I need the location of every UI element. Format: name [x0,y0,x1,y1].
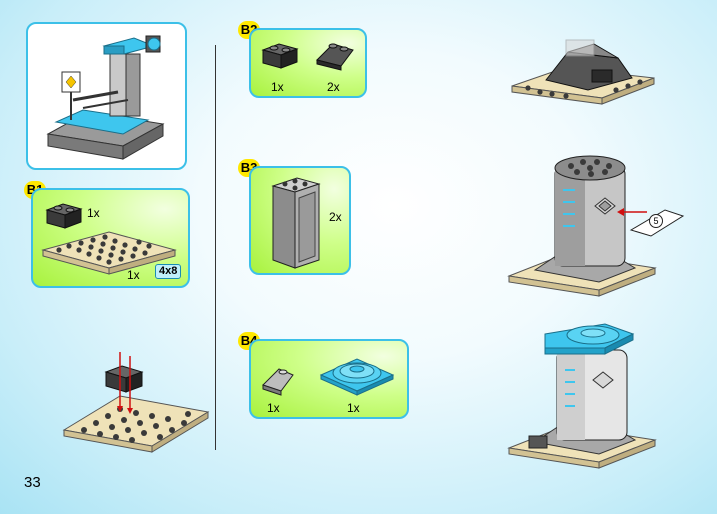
page-number: 33 [24,474,41,491]
step-b2-result-image [511,39,655,105]
small-slope-grey-icon [262,368,294,396]
step-b4-result-image [507,323,657,469]
step-b1-build-image [62,352,210,453]
step-b2-slope-qty: 2x [327,80,340,94]
step-b1-brick-qty: 1x [87,206,100,220]
step-b3-parts-panel: 2x [249,166,351,275]
step-b2-brick-qty: 1x [271,80,284,94]
turntable-trans-blue-icon [319,358,395,396]
step-b1-parts-panel: 1x 1x 4x8 [31,188,190,288]
panel-wall-grey-icon [271,177,321,269]
model-preview-image [46,35,165,160]
step-b1-plate-qty: 1x [127,268,140,282]
callout-step-number: 5 [649,214,663,228]
step-b3-panel-qty: 2x [329,210,342,224]
slope-brick-dark-icon [316,43,354,71]
step-b4-turntable-qty: 1x [347,401,360,415]
step-b2-parts-panel: 1x 2x [249,28,367,98]
brick-1x2-dark-icon [45,203,83,229]
step-b4-parts-panel: 1x 1x [249,339,409,419]
plate-4x8-tan-icon [41,231,177,275]
step-b4-slope-qty: 1x [267,401,280,415]
model-preview-panel [26,22,187,170]
step-b3-result-image [507,155,685,297]
brick-1x2-dark-icon [261,43,299,69]
plate-size-badge: 4x8 [155,264,182,279]
column-divider [215,45,216,450]
